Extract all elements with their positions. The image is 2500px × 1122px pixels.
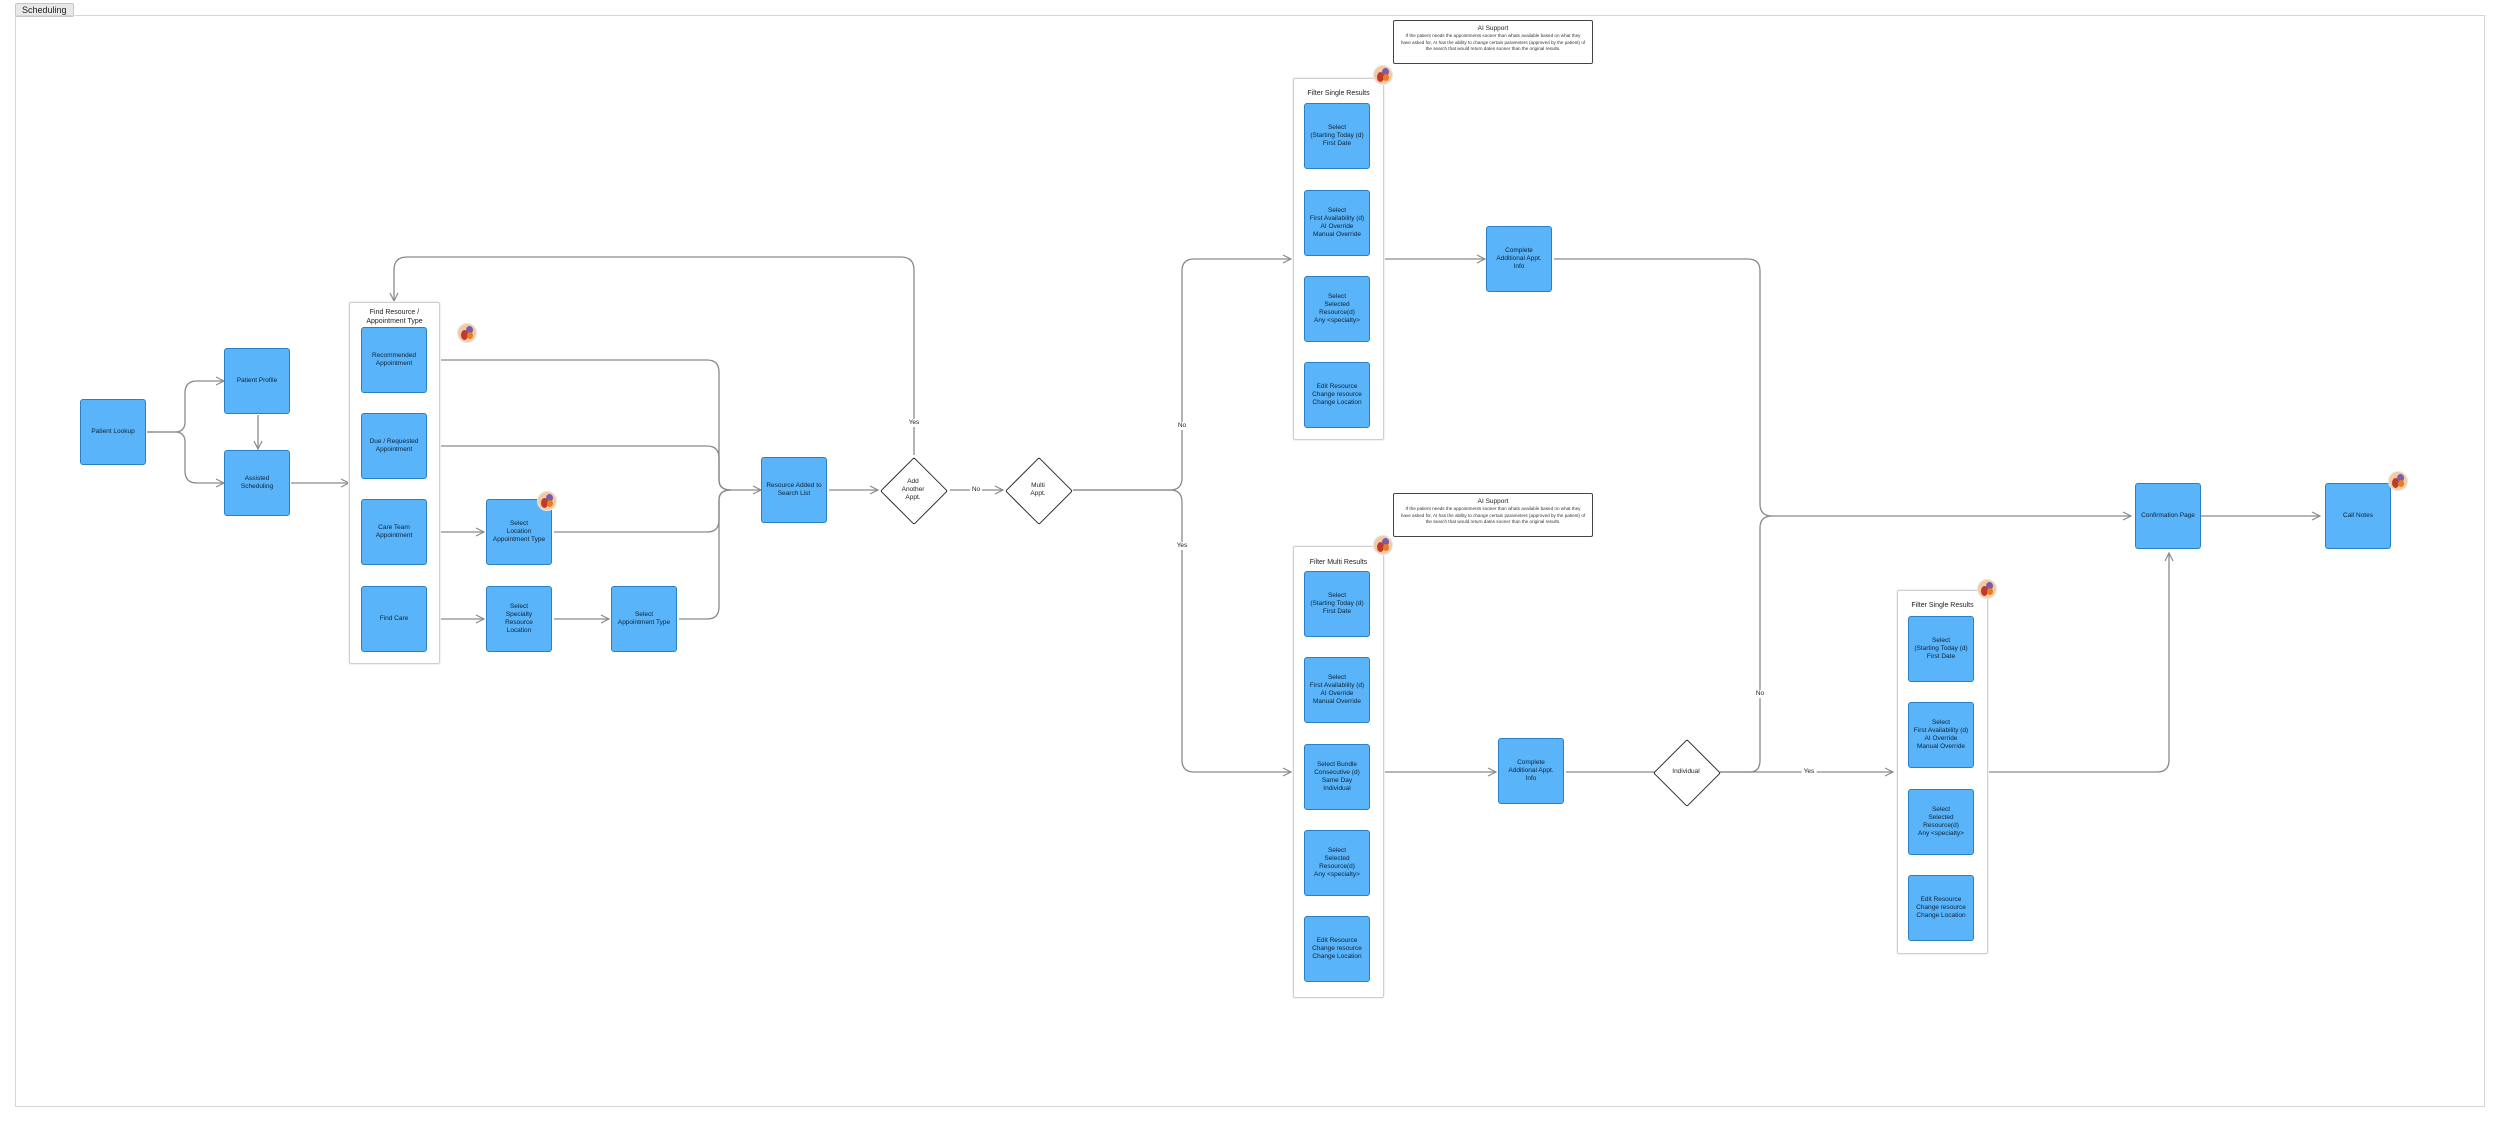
filter-single-top-date-box[interactable]: Select (Starting Today (d) First Date (1304, 103, 1370, 169)
individual-decision[interactable]: Individual (1653, 739, 1721, 807)
group-filter-single-bottom-title: Filter Single Results (1911, 602, 1974, 609)
ai-support-note-top-body: If the patient needs the appointments so… (1400, 33, 1586, 52)
filter-single-top-edit-box[interactable]: Edit Resource Change resource Change Loc… (1304, 362, 1370, 428)
ai-support-note-bottom-title: AI Support (1477, 498, 1509, 505)
individual-label: Individual (1672, 768, 1700, 775)
patient-lookup-box[interactable]: Patient Lookup (80, 399, 146, 465)
add-another-appt-label: Add Another Appt. (901, 478, 925, 501)
filter-single-bottom-date-box[interactable]: Select (Starting Today (d) First Date (1908, 616, 1974, 682)
multi-appt-label: Multi Appt. (1030, 482, 1046, 497)
select-specialty-box[interactable]: Select Specialty Resource Location (486, 586, 552, 652)
collaborator-avatar-icon[interactable] (537, 491, 557, 511)
connector-individual-no (1720, 515, 1773, 773)
group-filter-multi-title: Filter Multi Results (1309, 559, 1368, 566)
scheduling-frame (15, 15, 2485, 1107)
frame-title-tab[interactable]: Scheduling (15, 3, 74, 17)
filter-single-bottom-edit-box[interactable]: Edit Resource Change resource Change Loc… (1908, 875, 1974, 941)
edge-label-no-single: No (1175, 422, 1189, 430)
connector-recommended-resource (428, 359, 761, 490)
patient-profile-box[interactable]: Patient Profile (224, 348, 290, 414)
confirmation-page-box[interactable]: Confirmation Page (2135, 483, 2201, 549)
connector-lookup-profile (147, 381, 224, 433)
connector-addanother-loop (394, 256, 915, 455)
ai-support-note-bottom[interactable]: AI Support If the patient needs the appo… (1393, 493, 1593, 537)
resource-added-box[interactable]: Resource Added to Search List (761, 457, 827, 523)
multi-appt-decision[interactable]: Multi Appt. (1005, 457, 1073, 525)
group-find-resource-title: Find Resource / Appointment Type (366, 309, 423, 325)
connector-single2-confirmation (1988, 553, 2169, 773)
edge-label-yes-individual: Yes (1801, 768, 1817, 776)
care-team-appointment-box[interactable]: Care Team Appointment (361, 499, 427, 565)
add-another-appt-decision[interactable]: Add Another Appt. (880, 457, 948, 525)
filter-multi-bundle-box[interactable]: Select Bundle Consecutive (d) Same Day I… (1304, 744, 1370, 810)
filter-single-top-availability-box[interactable]: Select First Availability (d) AI Overrid… (1304, 190, 1370, 256)
collaborator-avatar-icon[interactable] (1977, 579, 1997, 599)
connector-multi-single (1073, 259, 1291, 491)
complete-info-bottom-box[interactable]: Complete Additional Appt. Info (1498, 738, 1564, 804)
ai-support-note-top[interactable]: AI Support If the patient needs the appo… (1393, 20, 1593, 64)
edge-label-no-multi: No (969, 486, 983, 494)
call-notes-box[interactable]: Call Notes (2325, 483, 2391, 549)
edge-label-yes-loop: Yes (906, 419, 922, 427)
collaborator-avatar-icon[interactable] (1373, 535, 1393, 555)
select-location-type-box[interactable]: Select Location Appointment Type (486, 499, 552, 565)
filter-multi-date-box[interactable]: Select (Starting Today (d) First Date (1304, 571, 1370, 637)
edge-label-no-individual: No (1753, 690, 1767, 698)
edge-label-yes-multi: Yes (1174, 542, 1190, 550)
due-requested-appointment-box[interactable]: Due / Requested Appointment (361, 413, 427, 479)
connector-lookup-scheduling (147, 431, 224, 483)
connector-due-resource (428, 445, 732, 491)
ai-support-note-bottom-body: If the patient needs the appointments so… (1400, 506, 1586, 525)
assisted-scheduling-box[interactable]: Assisted Scheduling (224, 450, 290, 516)
collaborator-avatar-icon[interactable] (457, 323, 477, 343)
select-appointment-type-box[interactable]: Select Appointment Type (611, 586, 677, 652)
collaborator-avatar-icon[interactable] (2388, 471, 2408, 491)
group-filter-single-top-title: Filter Single Results (1307, 90, 1370, 97)
complete-info-top-box[interactable]: Complete Additional Appt. Info (1486, 226, 1552, 292)
collaborator-avatar-icon[interactable] (1373, 65, 1393, 85)
connector-complete-confirmation (1554, 258, 2131, 516)
recommended-appointment-box[interactable]: Recommended Appointment (361, 327, 427, 393)
ai-support-note-top-title: AI Support (1477, 25, 1509, 32)
filter-multi-edit-box[interactable]: Edit Resource Change resource Change Loc… (1304, 916, 1370, 982)
connector-caretype-resource (554, 489, 732, 533)
connector-multi-multiresults (1073, 489, 1291, 772)
filter-single-top-resource-box[interactable]: Select Selected Resource(d) Any <special… (1304, 276, 1370, 342)
filter-multi-resource-box[interactable]: Select Selected Resource(d) Any <special… (1304, 830, 1370, 896)
find-care-box[interactable]: Find Care (361, 586, 427, 652)
connector-appttype-resource (679, 489, 732, 620)
filter-multi-availability-box[interactable]: Select First Availability (d) AI Overrid… (1304, 657, 1370, 723)
filter-single-bottom-resource-box[interactable]: Select Selected Resource(d) Any <special… (1908, 789, 1974, 855)
filter-single-bottom-availability-box[interactable]: Select First Availability (d) AI Overrid… (1908, 702, 1974, 768)
